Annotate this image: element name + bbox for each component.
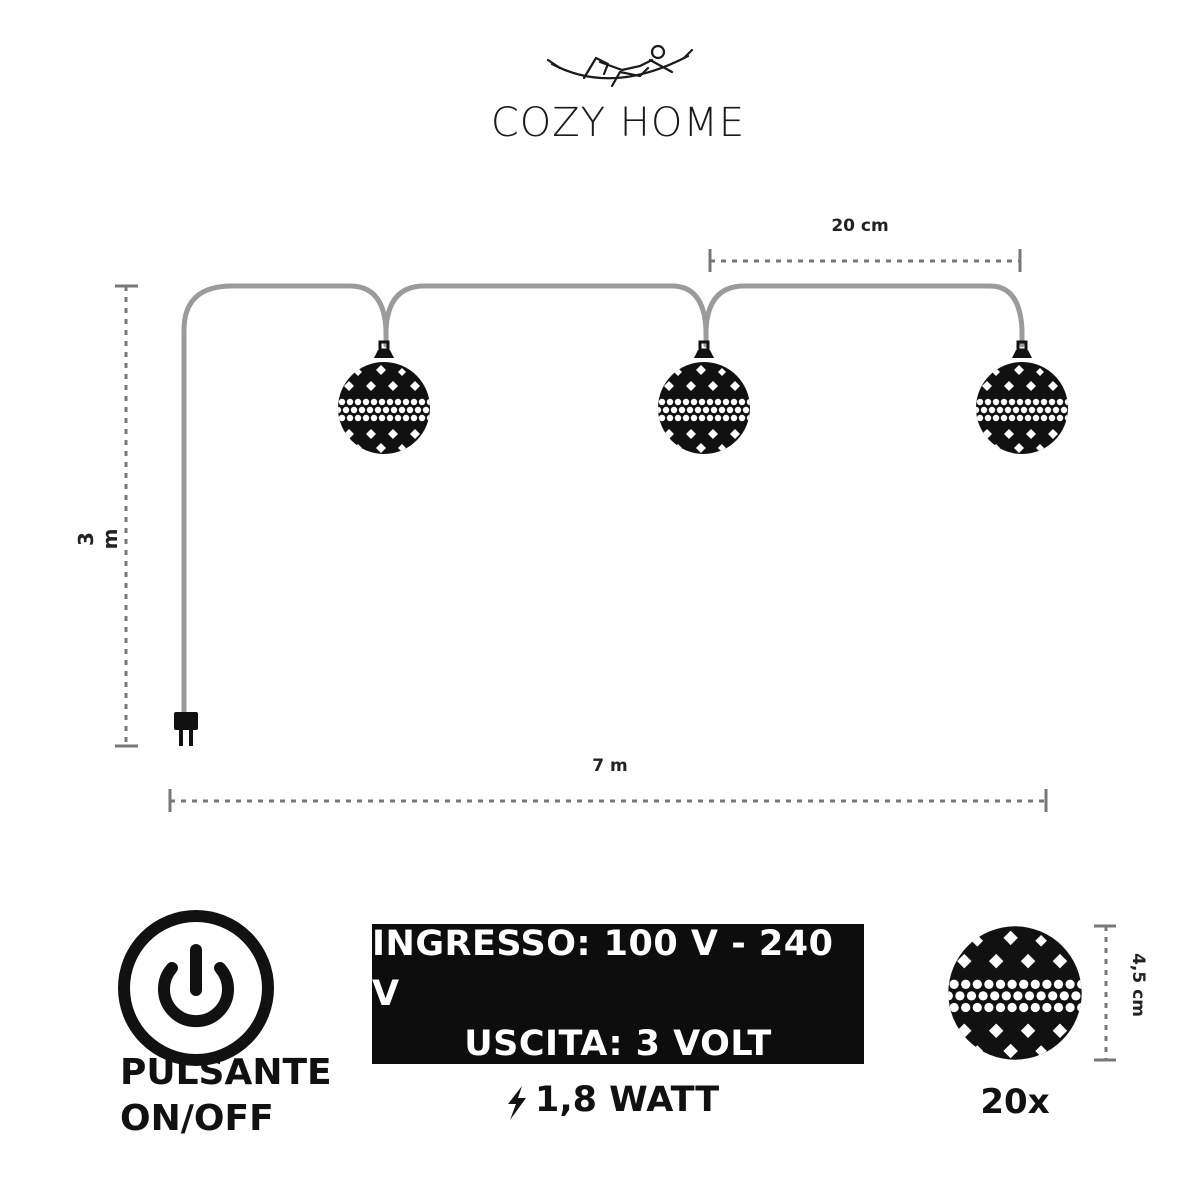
lightning-icon	[508, 1086, 526, 1120]
dimension-line-length	[168, 789, 1048, 812]
switch-label: PULSANTE ON/OFF	[120, 1050, 332, 1142]
output-voltage: USCITA: 3 VOLT	[464, 1024, 772, 1064]
bulb-1	[335, 340, 433, 454]
brand-name: COZY HOME	[490, 100, 746, 146]
spacing-label: 20 cm	[831, 216, 889, 236]
dimension-line-height	[115, 284, 138, 748]
bulb-diameter-label: 4,5 cm	[1128, 953, 1148, 1017]
bulb-3	[973, 340, 1071, 454]
plug-icon	[174, 712, 198, 746]
hammock-logo-icon	[546, 44, 694, 88]
spec-box: INGRESSO: 100 V - 240 V USCITA: 3 VOLT	[372, 924, 864, 1064]
light-string-wire	[181, 283, 1025, 715]
bulb-2	[655, 340, 753, 454]
power-rating: 1,8 WATT	[505, 1080, 719, 1120]
power-value: 1,8 WATT	[535, 1080, 720, 1120]
input-voltage: INGRESSO: 100 V - 240 V	[372, 924, 834, 1014]
bulb-large	[944, 926, 1087, 1059]
dimension-line-bulb	[1094, 924, 1116, 1062]
switch-label-line1: PULSANTE	[120, 1052, 332, 1093]
cable-length-label: 3 m	[74, 528, 122, 550]
total-length-label: 7 m	[592, 756, 628, 776]
switch-label-line2: ON/OFF	[120, 1098, 274, 1139]
bulb-count: 20x	[980, 1082, 1050, 1122]
power-icon	[118, 910, 274, 1066]
dimension-line-spacing	[708, 249, 1022, 272]
